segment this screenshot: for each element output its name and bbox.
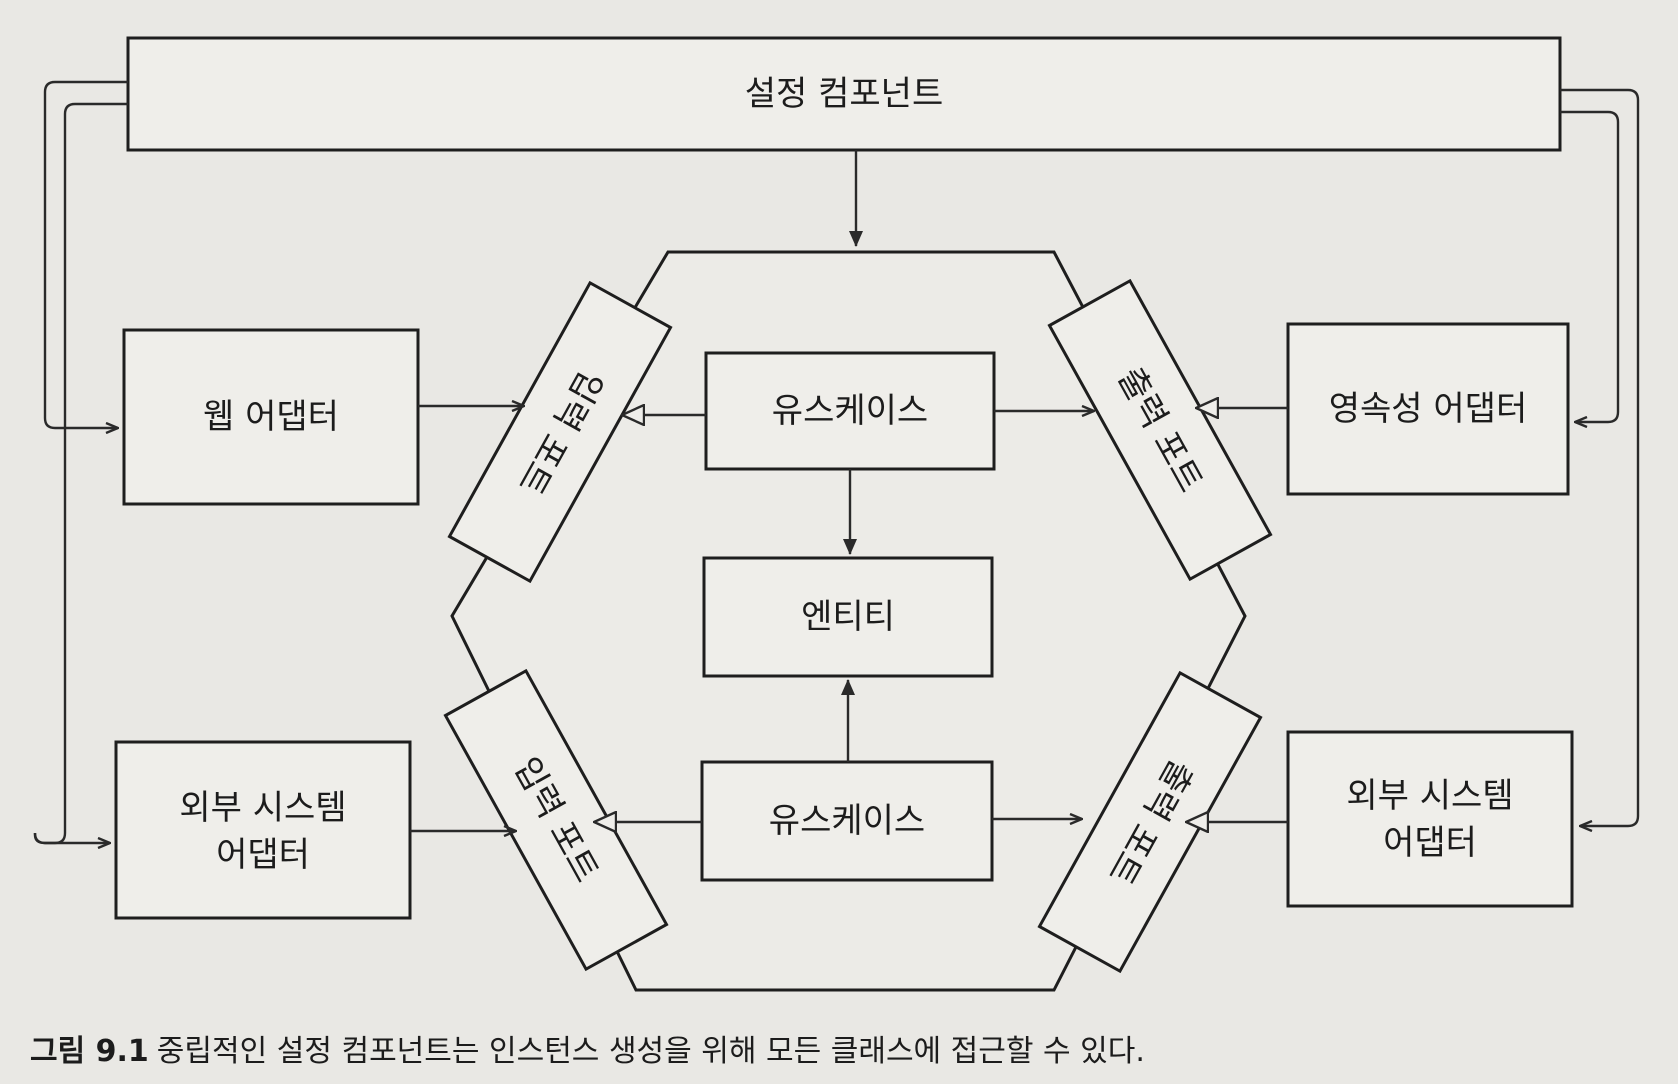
external-adapter-right-line1: 외부 시스템 <box>1346 776 1513 816</box>
entity-box <box>702 556 994 678</box>
web-adapter-box <box>122 328 420 506</box>
external-adapter-left-line2: 어댑터 <box>216 835 310 875</box>
external-adapter-left-box <box>114 740 412 920</box>
usecase-bottom-box <box>700 760 994 882</box>
config-component-box <box>126 36 1562 152</box>
figure-caption-text: 중립적인 설정 컴포넌트는 인스턴스 생성을 위해 모든 클래스에 접근할 수 … <box>156 1034 1145 1069</box>
external-adapter-left-line1: 외부 시스템 <box>179 788 346 828</box>
config-to-web-adapter-line <box>43 80 128 428</box>
web-adapter-label: 웹 어댑터 <box>203 397 339 437</box>
figure-number: 그림 9.1 <box>30 1034 149 1069</box>
config-to-persistence-adapter-line <box>1560 110 1620 422</box>
external-adapter-right-line2: 어댑터 <box>1383 823 1477 863</box>
usecase-bottom-label: 유스케이스 <box>769 801 925 841</box>
config-component-label: 설정 컴포넌트 <box>745 74 944 114</box>
config-to-external-right-line <box>1560 88 1640 826</box>
entity-label: 엔티티 <box>801 597 895 637</box>
config-to-external-left-arrow <box>33 833 110 843</box>
config-to-external-left-line <box>33 102 128 845</box>
external-adapter-right-box <box>1286 730 1574 908</box>
usecase-top-label: 유스케이스 <box>772 391 928 431</box>
persistence-adapter-label: 영속성 어댑터 <box>1329 389 1528 429</box>
persistence-adapter-box <box>1286 322 1570 496</box>
